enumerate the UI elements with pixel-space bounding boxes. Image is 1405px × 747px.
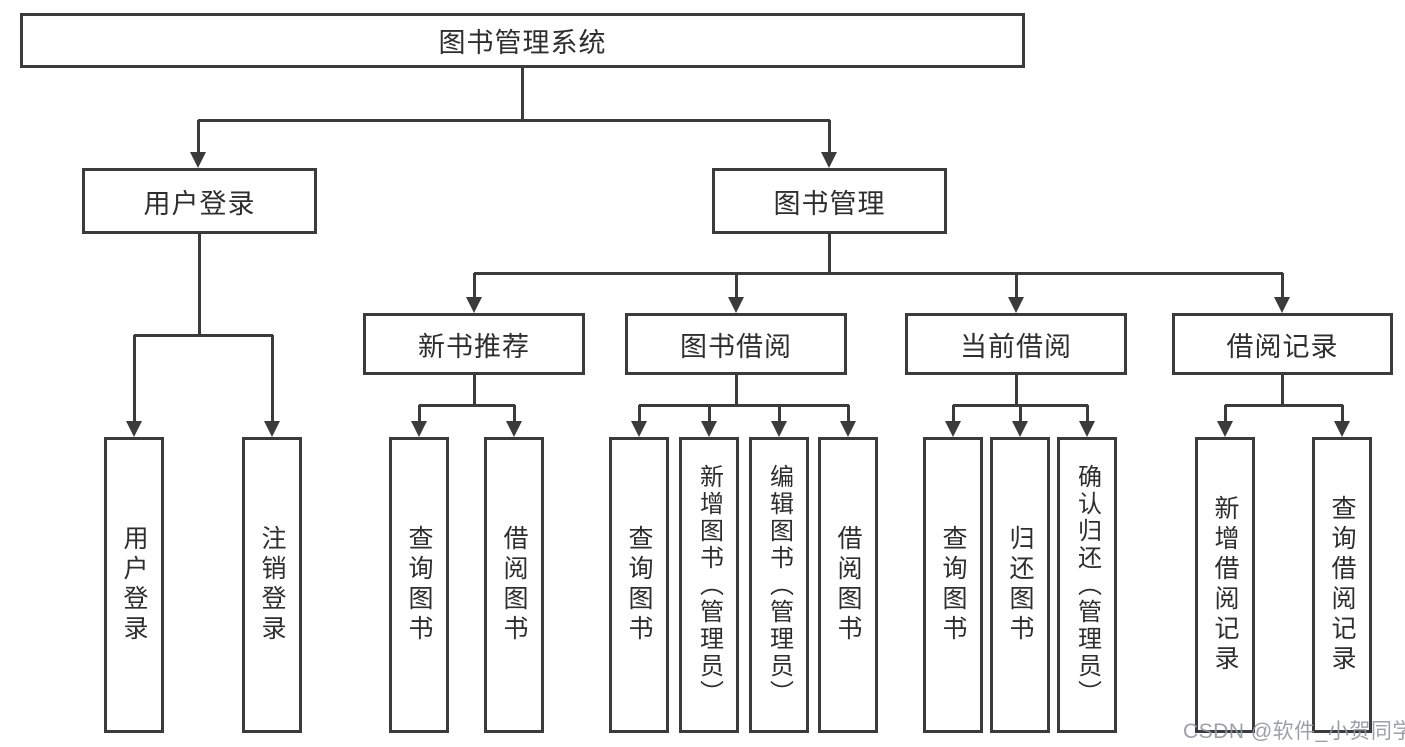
- arrow-down-icon: [506, 421, 522, 437]
- connector-borrow-drop-3: [778, 405, 781, 423]
- arrow-down-icon: [701, 421, 717, 437]
- node-user-login: 用户登录: [82, 168, 317, 234]
- connector-root-branch: [198, 119, 830, 122]
- connector-current-drop-3: [1086, 405, 1089, 423]
- arrow-down-icon: [631, 421, 647, 437]
- arrow-down-icon: [190, 152, 206, 168]
- arrow-down-icon: [771, 421, 787, 437]
- leaf-query-book-current-label: 查询图书: [939, 525, 967, 645]
- leaf-borrow-book-recommend-label: 借阅图书: [500, 525, 528, 645]
- leaf-query-book-borrow: 查询图书: [609, 437, 669, 733]
- leaf-borrow-book: 借阅图书: [818, 437, 878, 733]
- node-root-label: 图书管理系统: [438, 28, 607, 58]
- leaf-query-book-recommend-label: 查询图书: [405, 525, 433, 645]
- connector-root-drop-left: [197, 120, 200, 153]
- arrow-down-icon: [1012, 421, 1028, 437]
- arrow-down-icon: [1008, 297, 1024, 313]
- leaf-query-borrow-record-label: 查询借阅记录: [1328, 495, 1356, 675]
- connector-newbook-drop-2: [513, 405, 516, 423]
- node-borrow-records-label: 借阅记录: [1226, 331, 1339, 362]
- leaf-return-book: 归还图书: [990, 437, 1050, 733]
- connector-borrow-stem: [735, 375, 738, 406]
- leaf-query-book-recommend: 查询图书: [389, 437, 449, 733]
- arrow-down-icon: [1217, 421, 1233, 437]
- connector-current-drop-1: [952, 405, 955, 423]
- connector-newbook-stem: [473, 375, 476, 406]
- connector-bookmgmt-stem: [828, 234, 831, 274]
- arrow-down-icon: [126, 421, 142, 437]
- leaf-edit-book-admin: 编辑图书（管理员）: [749, 437, 809, 733]
- leaf-edit-book-admin-label: 编辑图书（管理员）: [765, 463, 793, 707]
- leaf-user-login-label: 用户登录: [120, 525, 148, 645]
- connector-current-stem: [1015, 375, 1018, 406]
- leaf-add-borrow-record-label: 新增借阅记录: [1211, 495, 1239, 675]
- arrow-down-icon: [466, 297, 482, 313]
- connector-root-drop-right: [828, 120, 831, 153]
- arrow-down-icon: [1334, 421, 1350, 437]
- node-book-borrow-label: 图书借阅: [680, 331, 792, 362]
- leaf-query-book-borrow-label: 查询图书: [625, 525, 653, 645]
- connector-borrow-branch: [639, 404, 849, 407]
- node-new-book-recommend: 新书推荐: [363, 313, 585, 375]
- arrow-down-icon: [1079, 421, 1095, 437]
- leaf-return-book-label: 归还图书: [1006, 525, 1034, 645]
- arrow-down-icon: [821, 152, 837, 168]
- connector-current-drop-2: [1019, 405, 1022, 423]
- arrow-down-icon: [1274, 297, 1290, 313]
- arrow-down-icon: [411, 421, 427, 437]
- connector-bookmgmt-branch: [474, 272, 1283, 275]
- connector-records-drop-1: [1224, 405, 1227, 423]
- connector-newbook-drop-1: [418, 405, 421, 423]
- node-root: 图书管理系统: [20, 13, 1025, 68]
- connector-records-stem: [1281, 375, 1284, 406]
- arrow-down-icon: [840, 421, 856, 437]
- connector-borrow-drop-2: [708, 405, 711, 423]
- connector-userlogin-drop-1: [133, 335, 136, 423]
- node-book-management: 图书管理: [712, 168, 947, 234]
- node-book-borrow: 图书借阅: [625, 313, 847, 375]
- leaf-borrow-book-label: 借阅图书: [834, 525, 862, 645]
- connector-userlogin-drop-2: [271, 335, 274, 423]
- leaf-add-book-admin-label: 新增图书（管理员）: [695, 463, 723, 707]
- connector-bookmgmt-drop-3: [1015, 273, 1018, 299]
- arrow-down-icon: [945, 421, 961, 437]
- leaf-add-book-admin: 新增图书（管理员）: [679, 437, 739, 733]
- leaf-query-borrow-record: 查询借阅记录: [1312, 437, 1372, 733]
- connector-borrow-drop-4: [847, 405, 850, 423]
- leaf-confirm-return-admin-label: 确认归还（管理员）: [1073, 463, 1101, 707]
- arrow-down-icon: [264, 421, 280, 437]
- node-user-login-label: 用户登录: [143, 188, 256, 219]
- csdn-watermark: CSDN @软件_小贺同学: [1183, 720, 1405, 743]
- leaf-query-book-current: 查询图书: [923, 437, 983, 733]
- connector-records-drop-2: [1341, 405, 1344, 423]
- connector-userlogin-branch: [134, 334, 273, 337]
- node-new-book-recommend-label: 新书推荐: [418, 331, 530, 362]
- connector-root-stem: [521, 68, 524, 120]
- leaf-logout-label: 注销登录: [258, 525, 286, 645]
- node-current-borrow-label: 当前借阅: [960, 331, 1072, 362]
- connector-borrow-drop-1: [638, 405, 641, 423]
- connector-records-branch: [1225, 404, 1343, 407]
- connector-bookmgmt-drop-4: [1281, 273, 1284, 299]
- leaf-user-login: 用户登录: [104, 437, 164, 733]
- node-book-management-label: 图书管理: [773, 188, 886, 219]
- connector-userlogin-stem: [198, 234, 201, 336]
- arrow-down-icon: [728, 297, 744, 313]
- node-current-borrow: 当前借阅: [905, 313, 1127, 375]
- connector-newbook-branch: [419, 404, 515, 407]
- connector-bookmgmt-drop-2: [735, 273, 738, 299]
- node-borrow-records: 借阅记录: [1172, 313, 1393, 375]
- leaf-borrow-book-recommend: 借阅图书: [484, 437, 544, 733]
- leaf-add-borrow-record: 新增借阅记录: [1195, 437, 1255, 733]
- leaf-logout: 注销登录: [242, 437, 302, 733]
- leaf-confirm-return-admin: 确认归还（管理员）: [1057, 437, 1117, 733]
- connector-bookmgmt-drop-1: [473, 273, 476, 299]
